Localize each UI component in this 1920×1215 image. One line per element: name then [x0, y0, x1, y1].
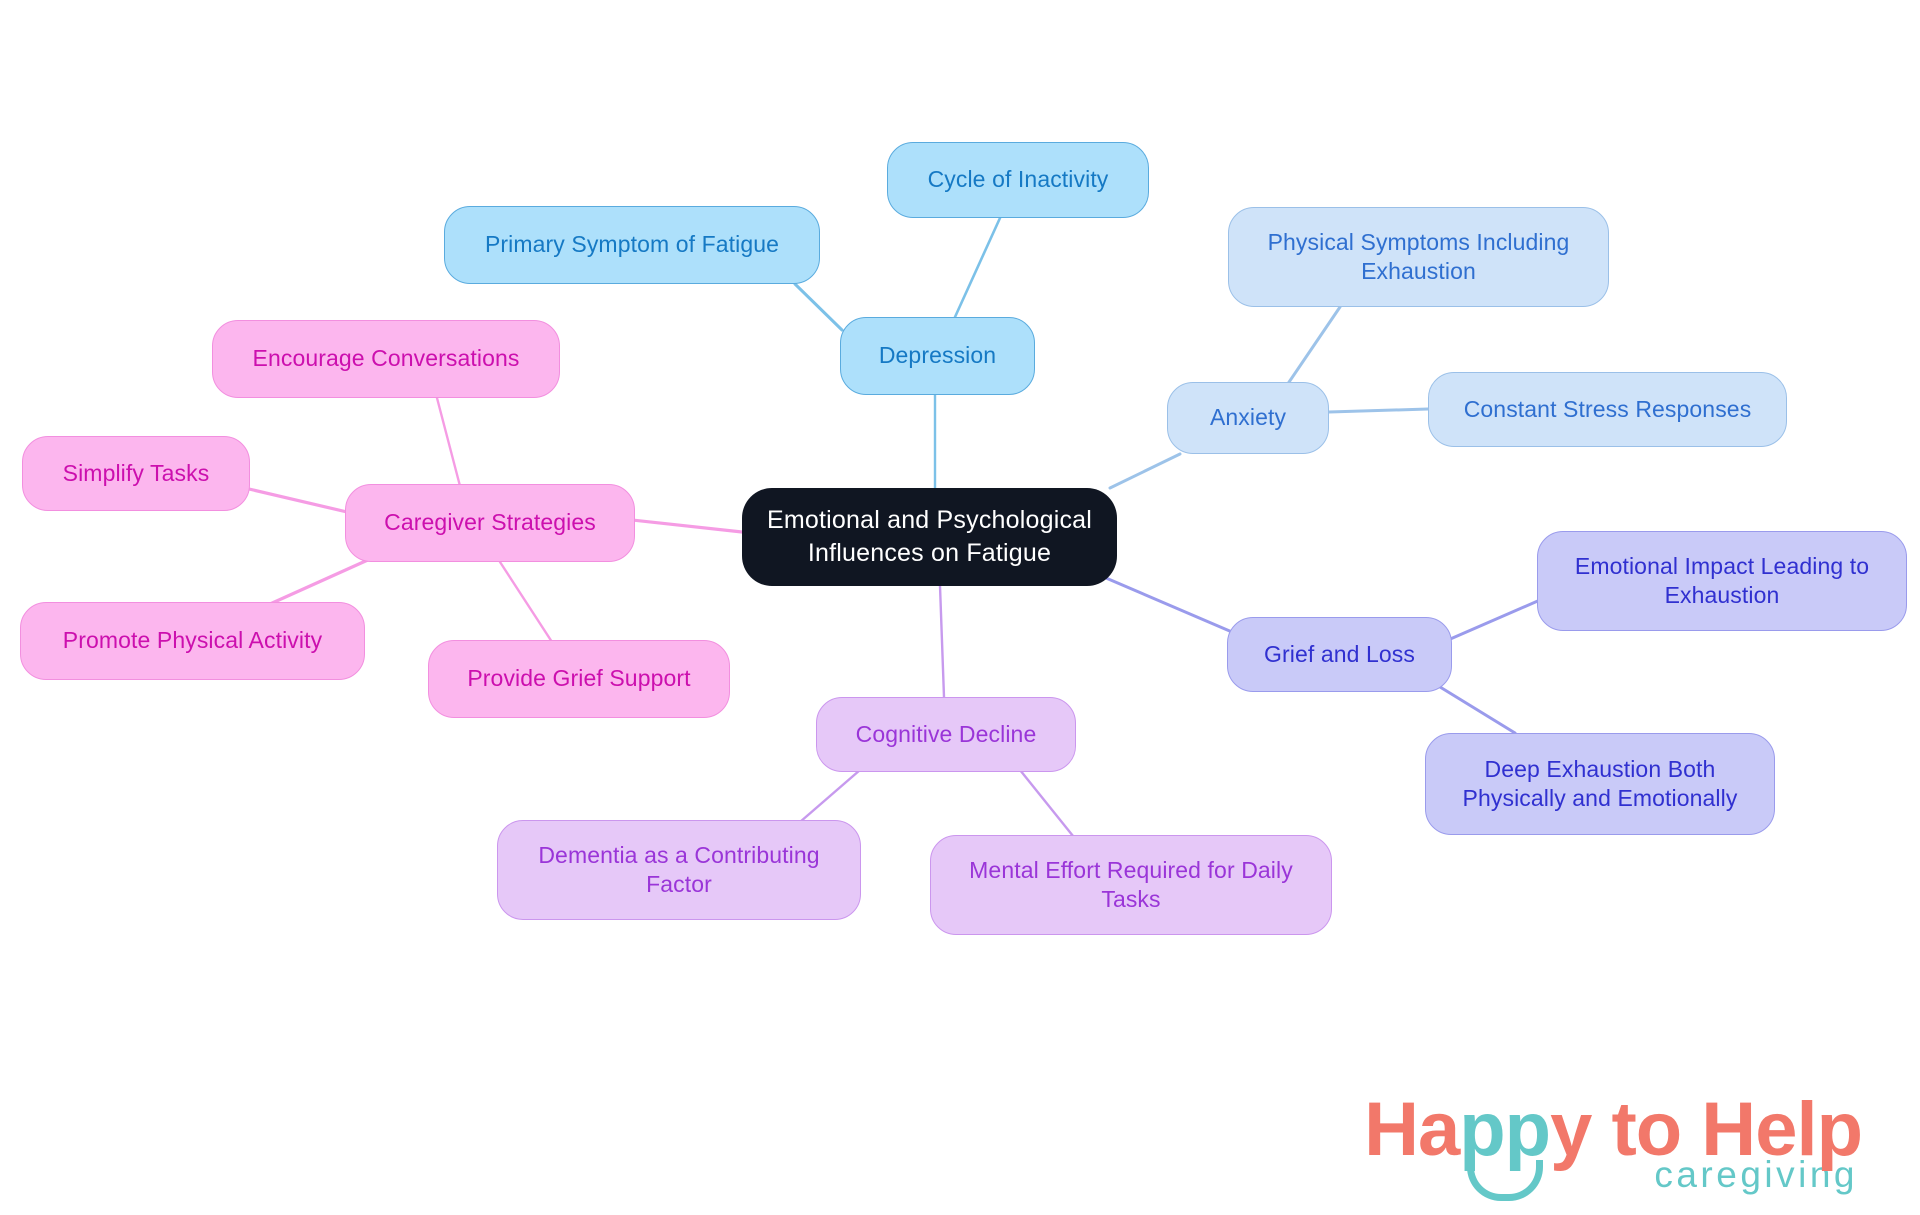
node-label: Promote Physical Activity — [62, 627, 323, 654]
edge-root-cognitive — [938, 584, 946, 699]
edge-anxiety-physical — [1283, 305, 1342, 390]
node-depression[interactable]: Depression — [840, 317, 1035, 395]
node-label: Encourage Conversations — [252, 345, 520, 372]
node-grief-and-loss[interactable]: Grief and Loss — [1227, 617, 1452, 692]
node-physical-symptoms-including-exhaustion[interactable]: Physical Symptoms Including Exhaustion — [1228, 207, 1609, 307]
node-label: Grief and Loss — [1264, 640, 1415, 667]
node-label: Simplify Tasks — [62, 459, 210, 486]
node-promote-physical-activity[interactable]: Promote Physical Activity — [20, 602, 365, 680]
node-constant-stress-responses[interactable]: Constant Stress Responses — [1428, 372, 1787, 447]
node-label: Cognitive Decline — [855, 720, 1037, 747]
node-label: Constant Stress Responses — [1463, 395, 1752, 422]
logo-part-pp: pp — [1459, 1086, 1551, 1172]
node-anxiety[interactable]: Anxiety — [1167, 382, 1329, 454]
logo-wordmark: Happy to Help — [1364, 1091, 1863, 1201]
node-label: Deep Exhaustion Both Physically and Emot… — [1462, 755, 1738, 811]
node-label: Emotional Impact Leading to Exhaustion — [1574, 552, 1870, 608]
node-label: Mental Effort Required for Daily Tasks — [969, 856, 1293, 912]
edge-cognitive-dementia — [798, 768, 862, 824]
node-encourage-conversations[interactable]: Encourage Conversations — [212, 320, 560, 398]
edge-root-grief — [1104, 576, 1234, 634]
node-cycle-of-inactivity[interactable]: Cycle of Inactivity — [887, 142, 1149, 218]
logo-part-ytohelp: y to Help — [1550, 1086, 1863, 1172]
node-label: Physical Symptoms Including Exhaustion — [1267, 228, 1570, 284]
edge-caregiver-simplify — [247, 487, 349, 514]
node-cognitive-decline[interactable]: Cognitive Decline — [816, 697, 1076, 772]
edge-root-caregiver — [630, 518, 744, 534]
edge-caregiver-encourage — [435, 396, 462, 488]
node-label: Cycle of Inactivity — [927, 166, 1109, 193]
node-root[interactable]: Emotional and Psychological Influences o… — [742, 488, 1117, 586]
smile-icon — [1467, 1159, 1544, 1201]
node-provide-grief-support[interactable]: Provide Grief Support — [428, 640, 730, 718]
node-label: Emotional and Psychological Influences o… — [766, 506, 1093, 567]
node-label: Anxiety — [1209, 404, 1287, 431]
logo-tagline: caregiving — [1654, 1154, 1858, 1195]
brand-logo: Happy to Help caregiving — [1364, 1091, 1863, 1201]
logo-part-ha: Ha — [1364, 1086, 1460, 1172]
edge-depression-cycle — [953, 216, 1002, 319]
node-label: Provide Grief Support — [467, 665, 691, 692]
edge-root-anxiety — [1108, 452, 1182, 490]
edge-grief-emotional — [1446, 598, 1542, 642]
node-label: Dementia as a Contributing Factor — [538, 841, 820, 897]
edge-depression-primary — [793, 282, 844, 332]
node-emotional-impact-leading-to-exhaustion[interactable]: Emotional Impact Leading to Exhaustion — [1537, 531, 1907, 631]
node-label: Depression — [878, 342, 997, 369]
node-label: Caregiver Strategies — [384, 509, 596, 536]
node-caregiver-strategies[interactable]: Caregiver Strategies — [345, 484, 635, 562]
node-mental-effort-required-for-daily-tasks[interactable]: Mental Effort Required for Daily Tasks — [930, 835, 1332, 935]
node-deep-exhaustion-both-physically-and-emotionally[interactable]: Deep Exhaustion Both Physically and Emot… — [1425, 733, 1775, 835]
edge-anxiety-constant — [1327, 407, 1430, 414]
node-dementia-as-a-contributing-factor[interactable]: Dementia as a Contributing Factor — [497, 820, 861, 920]
node-label: Primary Symptom of Fatigue — [484, 231, 780, 258]
edge-cognitive-mental — [1018, 768, 1075, 838]
edge-caregiver-promote — [268, 557, 372, 606]
edge-caregiver-provide — [498, 560, 554, 644]
node-primary-symptom-of-fatigue[interactable]: Primary Symptom of Fatigue — [444, 206, 820, 284]
node-simplify-tasks[interactable]: Simplify Tasks — [22, 436, 250, 511]
